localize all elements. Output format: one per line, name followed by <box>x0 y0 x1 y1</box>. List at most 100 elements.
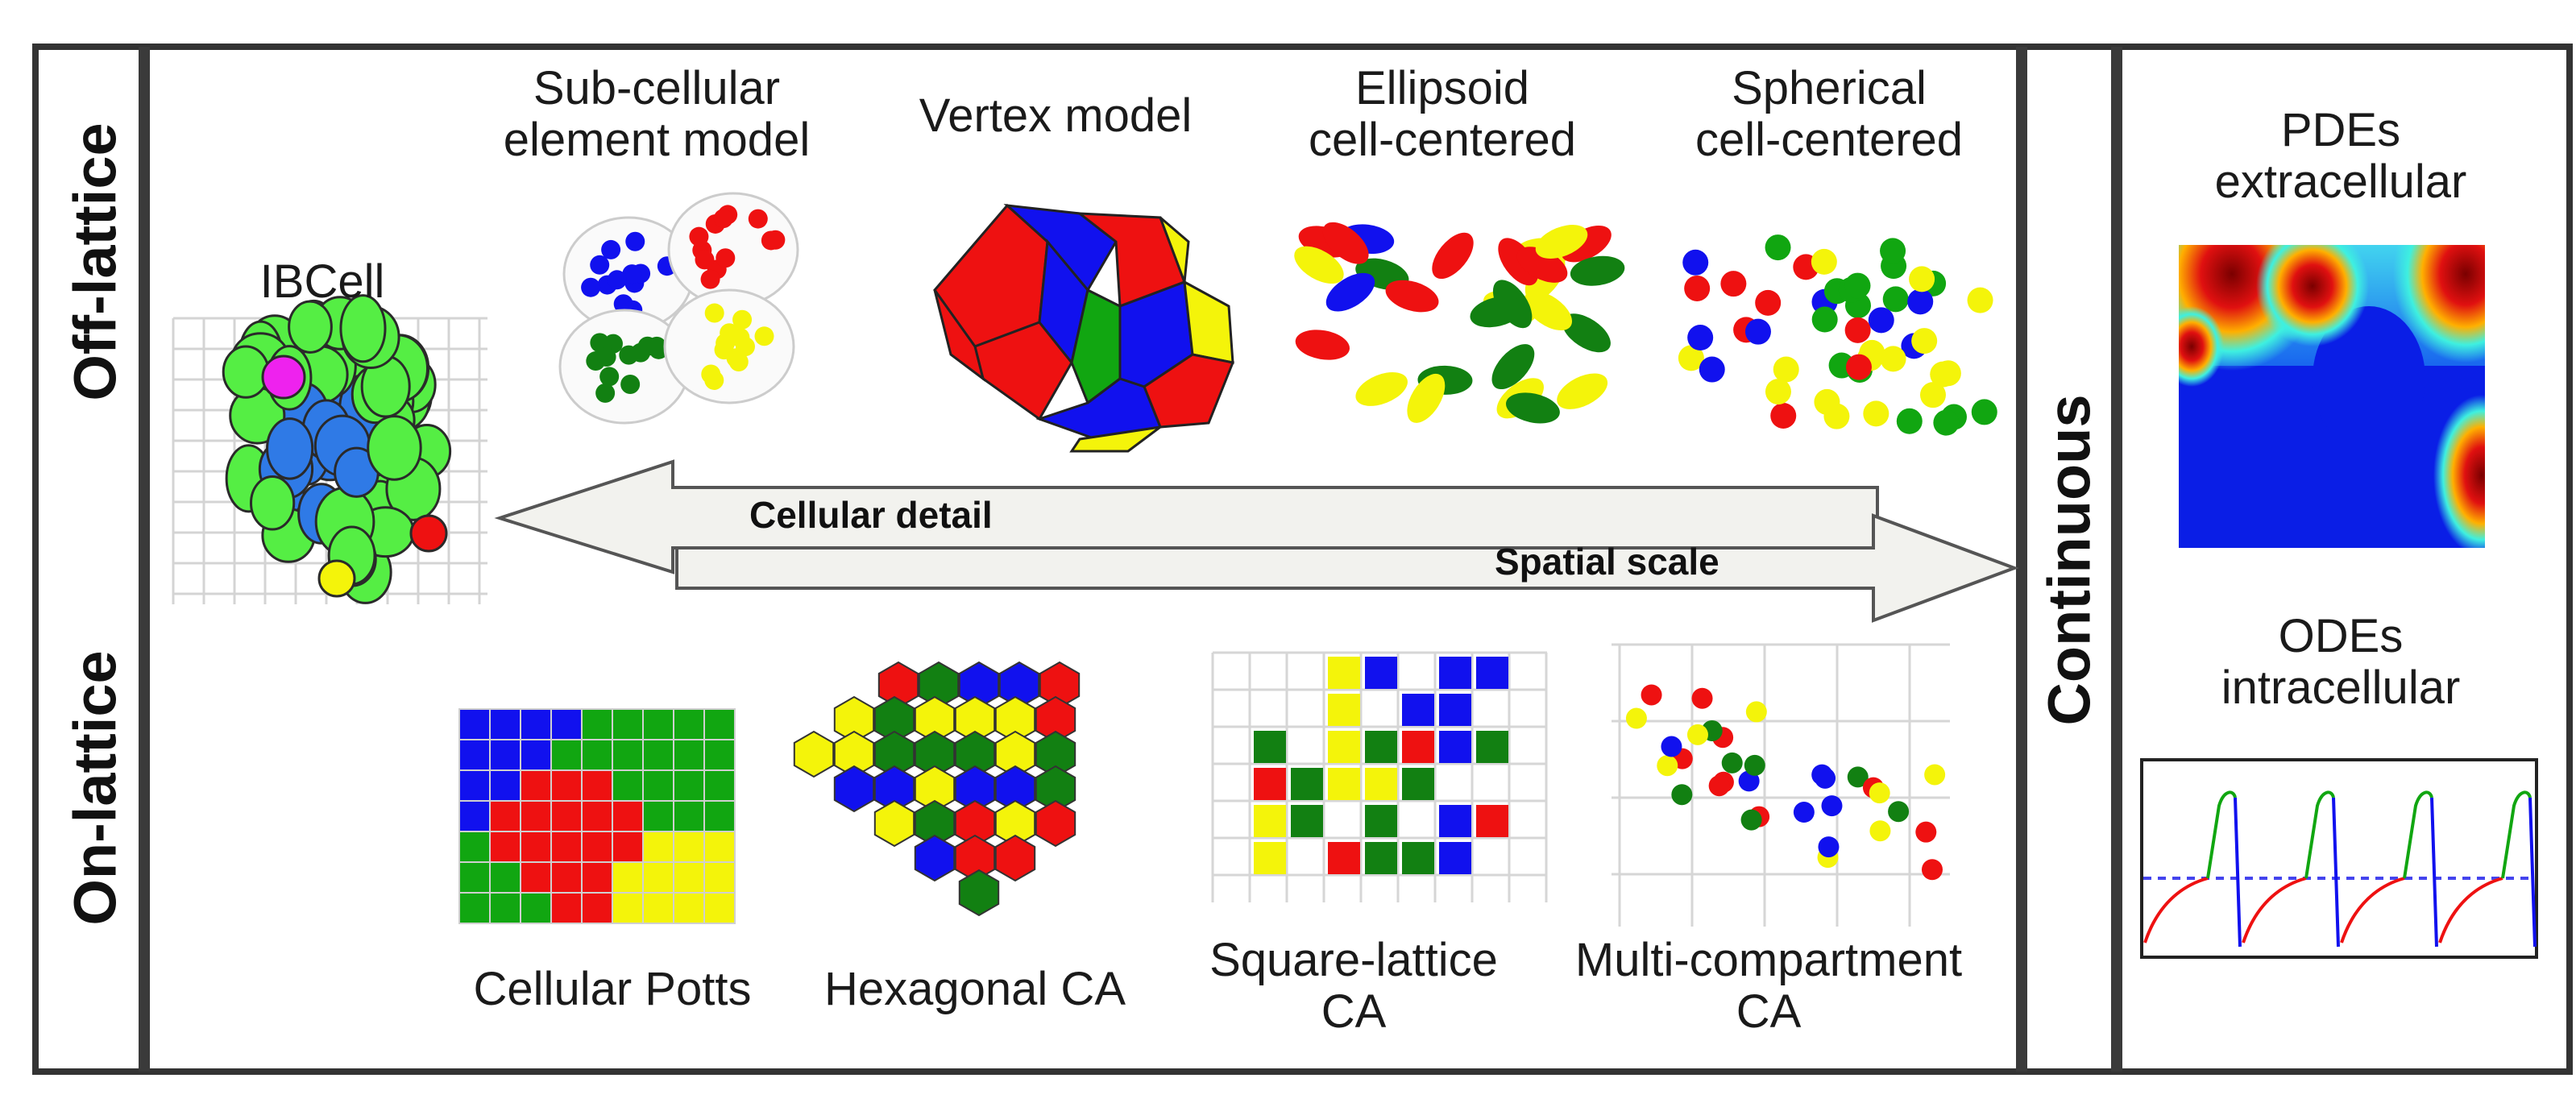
subcell-element <box>720 323 740 343</box>
ibcell-cell <box>367 415 422 481</box>
spherical-cell <box>1684 275 1711 301</box>
potts-pixel <box>703 800 736 832</box>
potts-pixel <box>520 861 552 894</box>
pdes-label-line1: PDEs <box>2280 104 2401 156</box>
ellipsoid-label-line1: Ellipsoid <box>1355 62 1529 114</box>
multi-cell <box>1745 701 1767 723</box>
subcell-element <box>620 374 641 394</box>
potts-pixel <box>458 892 491 924</box>
spherical-cell <box>1811 306 1838 333</box>
spherical-cell <box>1765 379 1791 405</box>
continuous-bar-right <box>2111 47 2122 1072</box>
ibcell-illustration <box>172 294 487 604</box>
spherical-cell <box>1909 266 1935 292</box>
potts-pixel <box>673 739 705 771</box>
ellipsoid-cell <box>1524 291 1572 331</box>
hexagonal-label: Hexagonal CA <box>824 963 1126 1015</box>
subcellular-label-line1: Sub-cellular <box>533 62 781 114</box>
spherical-cell <box>1744 318 1771 345</box>
hexagon-cell <box>1035 799 1076 848</box>
subcell-element <box>726 348 746 368</box>
subcell-element <box>596 347 616 367</box>
multi-cell <box>1691 687 1713 709</box>
square-cell <box>1365 768 1397 800</box>
potts-pixel <box>458 831 491 863</box>
spherical-cell <box>1773 356 1799 383</box>
square-cell <box>1439 657 1471 689</box>
potts-pixel <box>550 861 583 894</box>
multi-cell <box>1924 764 1946 786</box>
potts-pixel <box>581 892 613 924</box>
multi-cell <box>1625 707 1647 729</box>
ellipsoid-cell <box>1407 373 1446 423</box>
ode-red-curve <box>2242 877 2307 943</box>
potts-pixel <box>703 739 736 771</box>
ellipsoid-cell <box>1491 344 1535 390</box>
subcell-element <box>595 383 616 403</box>
square-cell <box>1328 657 1360 689</box>
potts-pixel <box>520 739 552 771</box>
subcell-element <box>700 269 720 289</box>
potts-pixel <box>458 739 491 771</box>
continuous-bar-left <box>2016 47 2027 1072</box>
multicompartment-label: Multi-compartment CA <box>1551 935 1986 1038</box>
pdes-label: PDEs extracellular <box>2139 105 2542 208</box>
square-cell <box>1328 768 1360 800</box>
vertex-cell <box>933 289 985 382</box>
ode-plot <box>2140 758 2538 959</box>
potts-illustration <box>458 708 736 924</box>
odes-label: ODEs intracellular <box>2139 611 2542 714</box>
ode-red-curve <box>2143 877 2209 943</box>
odes-label-line1: ODEs <box>2278 610 2404 662</box>
subcell-element <box>748 209 768 229</box>
potts-pixel <box>581 800 613 832</box>
subcell-element <box>622 264 642 284</box>
spherical-cell <box>1880 238 1906 264</box>
ibcell-cell <box>288 300 333 354</box>
spherical-cell <box>1811 248 1837 275</box>
spherical-cell <box>1699 356 1725 383</box>
ellipsoid-cell <box>1325 272 1375 312</box>
multicompartment-illustration <box>1612 643 1950 927</box>
multi-cell <box>1738 770 1760 792</box>
hexagon-cell <box>958 869 1000 917</box>
subcell-element <box>695 250 715 270</box>
square-lattice-illustration <box>1211 651 1548 902</box>
multi-cell <box>1744 754 1765 776</box>
cellular-detail-text: Cellular detail <box>749 494 993 536</box>
multi-cell <box>1657 755 1678 777</box>
square-cell <box>1476 657 1508 689</box>
subcell-element <box>625 231 645 251</box>
ibcell-cell <box>249 475 296 531</box>
potts-pixel <box>703 769 736 802</box>
spherical-cell <box>1935 360 1961 387</box>
square-cell <box>1402 842 1434 874</box>
hexagon-cell <box>873 799 915 848</box>
spherical-cell <box>1911 328 1938 355</box>
subcell-element <box>761 230 781 251</box>
spatial-scale-arrow <box>675 513 2019 623</box>
potts-pixel <box>703 861 736 894</box>
ibcell-cell <box>266 417 314 480</box>
vertex-cell <box>1003 203 1118 292</box>
potts-pixel <box>520 769 552 802</box>
spherical-cell <box>1765 234 1791 261</box>
spherical-label-line2: cell-centered <box>1695 114 1964 166</box>
ibcell-cell-red <box>409 514 448 553</box>
continuous-label: Continuous <box>2035 394 2103 726</box>
multi-cell <box>1888 801 1910 823</box>
spherical-cell <box>1682 249 1709 276</box>
potts-pixel <box>489 800 521 832</box>
spherical-cell <box>1971 399 1997 425</box>
potts-pixel <box>703 831 736 863</box>
ode-blue-curve <box>2430 797 2438 948</box>
potts-pixel <box>581 861 613 894</box>
potts-label: Cellular Potts <box>473 963 752 1015</box>
ode-green-curve <box>2403 790 2433 879</box>
potts-pixel <box>489 861 521 894</box>
ellipsoid-cell <box>1385 280 1439 313</box>
subcellular-illustration <box>558 192 799 425</box>
potts-pixel <box>489 892 521 924</box>
potts-pixel <box>550 800 583 832</box>
